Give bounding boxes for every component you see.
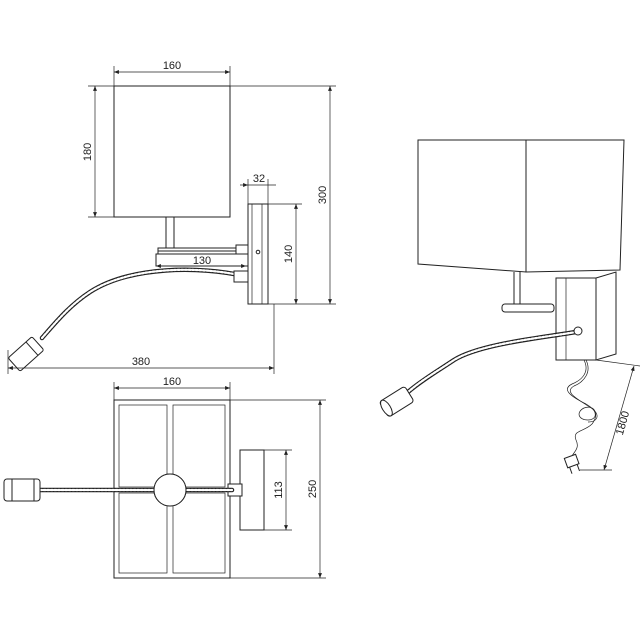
persp-cable [567,359,596,457]
persp-shade-front [417,139,527,273]
dim-cable-length: 1800 [614,410,632,437]
side-gooseneck [39,267,247,341]
dim-side-plate-height: 140 [283,245,295,263]
side-plate-screw [255,249,261,255]
perspective-view: 1800 [379,139,640,474]
side-shade [113,85,231,218]
dim-top-mount-height: 113 [273,481,285,499]
dim-top-shade-width: 160 [163,376,181,388]
persp-reading-head [379,386,414,417]
dim-side-arm-length: 130 [193,255,211,267]
top-wall-plate [239,449,265,531]
persp-wall-plate [555,277,597,361]
dim-side-shade-width: 160 [163,60,181,72]
dim-side-plate-depth: 32 [253,173,265,185]
side-reading-head [8,336,44,372]
persp-shade-side [525,139,625,273]
dim-side-shade-height: 180 [82,143,94,161]
side-view: 160 180 32 140 300 130 380 [7,60,336,374]
persp-arm [501,303,555,313]
dim-side-total-length: 380 [132,356,150,368]
persp-gooseneck [405,329,579,395]
top-reading-head [3,478,41,502]
top-view: 160 113 250 [3,376,326,579]
dim-top-total-depth: 250 [307,480,319,498]
persp-plug [563,453,580,474]
dim-side-total-height: 300 [317,186,329,204]
